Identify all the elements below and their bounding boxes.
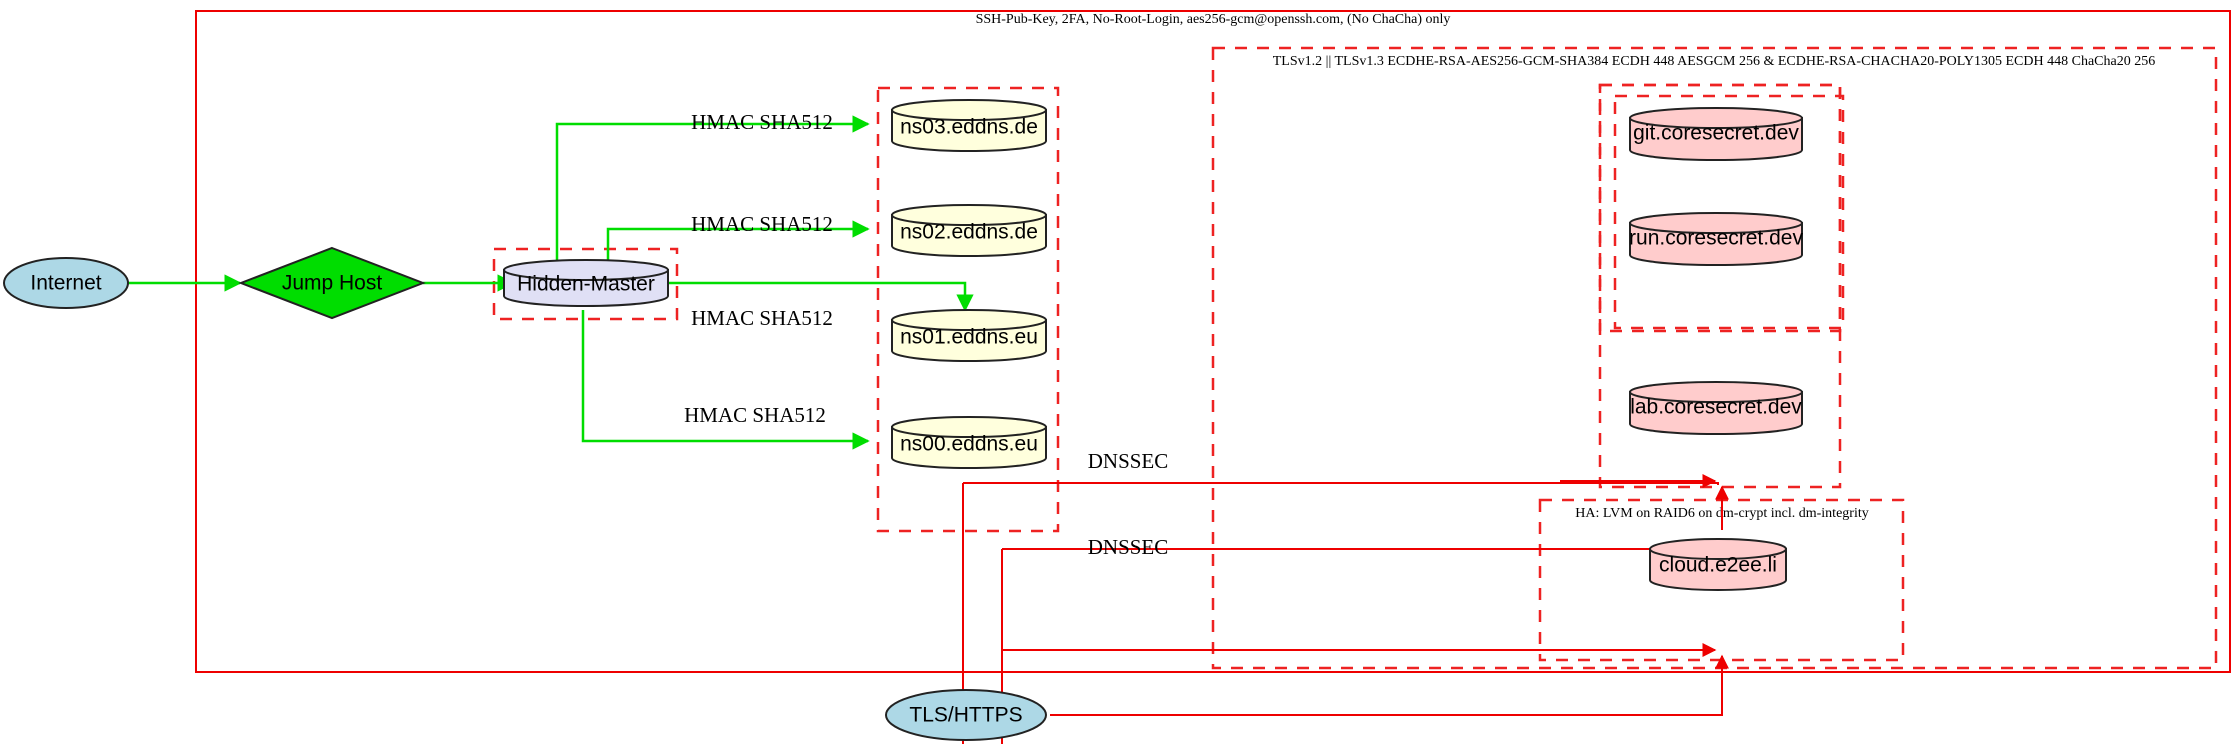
- node-internet-label: Internet: [30, 272, 101, 295]
- node-ns02[interactable]: ns02.eddns.de: [891, 204, 1047, 257]
- node-cloud-e2ee-label: cloud.e2ee.li: [1659, 554, 1777, 577]
- edge-label-dnssec-upper: DNSSEC: [1088, 449, 1169, 473]
- edge-hiddenmaster-to-ns00: [581, 310, 870, 450]
- edge-hiddenmaster-to-ns03: [555, 115, 870, 262]
- edge-hiddenmaster-to-ns02: [606, 220, 870, 262]
- node-ns02-label: ns02.eddns.de: [900, 221, 1038, 244]
- edge-hiddenmaster-to-ns01: [663, 281, 974, 312]
- edge-label-hmac-ns03: HMAC SHA512: [691, 110, 833, 134]
- node-hidden-master[interactable]: Hidden-Master: [503, 259, 669, 307]
- node-ns03[interactable]: ns03.eddns.de: [891, 99, 1047, 152]
- node-run-coresecret[interactable]: run.coresecret.dev: [1629, 212, 1803, 266]
- node-jump-host[interactable]: Jump Host: [238, 246, 426, 320]
- node-internet[interactable]: Internet: [3, 257, 129, 309]
- node-ns00[interactable]: ns00.eddns.eu: [891, 416, 1047, 469]
- edge-label-dnssec-lower: DNSSEC: [1088, 535, 1169, 559]
- ssh-zone-frame: [195, 10, 2231, 673]
- node-jump-host-label: Jump Host: [282, 272, 383, 295]
- node-git-coresecret-label: git.coresecret.dev: [1633, 122, 1799, 145]
- ssh-zone-label: SSH-Pub-Key, 2FA, No-Root-Login, aes256-…: [976, 12, 1451, 27]
- node-ns03-label: ns03.eddns.de: [900, 116, 1038, 139]
- node-ns01[interactable]: ns01.eddns.eu: [891, 309, 1047, 362]
- node-tls-https-label: TLS/HTTPS: [909, 704, 1022, 727]
- dns-cluster-frame: [876, 86, 1060, 533]
- edge-tls-to-ha: [1050, 700, 1723, 716]
- coresecret-cluster-frame: [1598, 83, 1842, 489]
- edge-label-hmac-ns00: HMAC SHA512: [684, 403, 826, 427]
- node-tls-https[interactable]: TLS/HTTPS: [885, 689, 1047, 741]
- node-lab-coresecret[interactable]: lab.coresecret.dev: [1629, 381, 1803, 435]
- edge-label-hmac-ns02: HMAC SHA512: [691, 212, 833, 236]
- node-cloud-e2ee[interactable]: cloud.e2ee.li: [1649, 538, 1787, 591]
- node-git-coresecret[interactable]: git.coresecret.dev: [1629, 107, 1803, 161]
- node-ns01-label: ns01.eddns.eu: [900, 326, 1038, 349]
- edge-dnssec-upper-h: [963, 482, 1719, 485]
- node-ns00-label: ns00.eddns.eu: [900, 433, 1038, 456]
- node-run-coresecret-label: run.coresecret.dev: [1629, 227, 1803, 250]
- node-hidden-master-label: Hidden-Master: [517, 273, 655, 296]
- tls-cluster-frame: [1211, 46, 2218, 670]
- tls-cluster-label: TLSv1.2 || TLSv1.3 ECDHE-RSA-AES256-GCM-…: [1273, 54, 2155, 69]
- edge-label-hmac-ns01: HMAC SHA512: [691, 306, 833, 330]
- services-inner-frame: [1613, 94, 1845, 330]
- node-lab-coresecret-label: lab.coresecret.dev: [1630, 396, 1802, 419]
